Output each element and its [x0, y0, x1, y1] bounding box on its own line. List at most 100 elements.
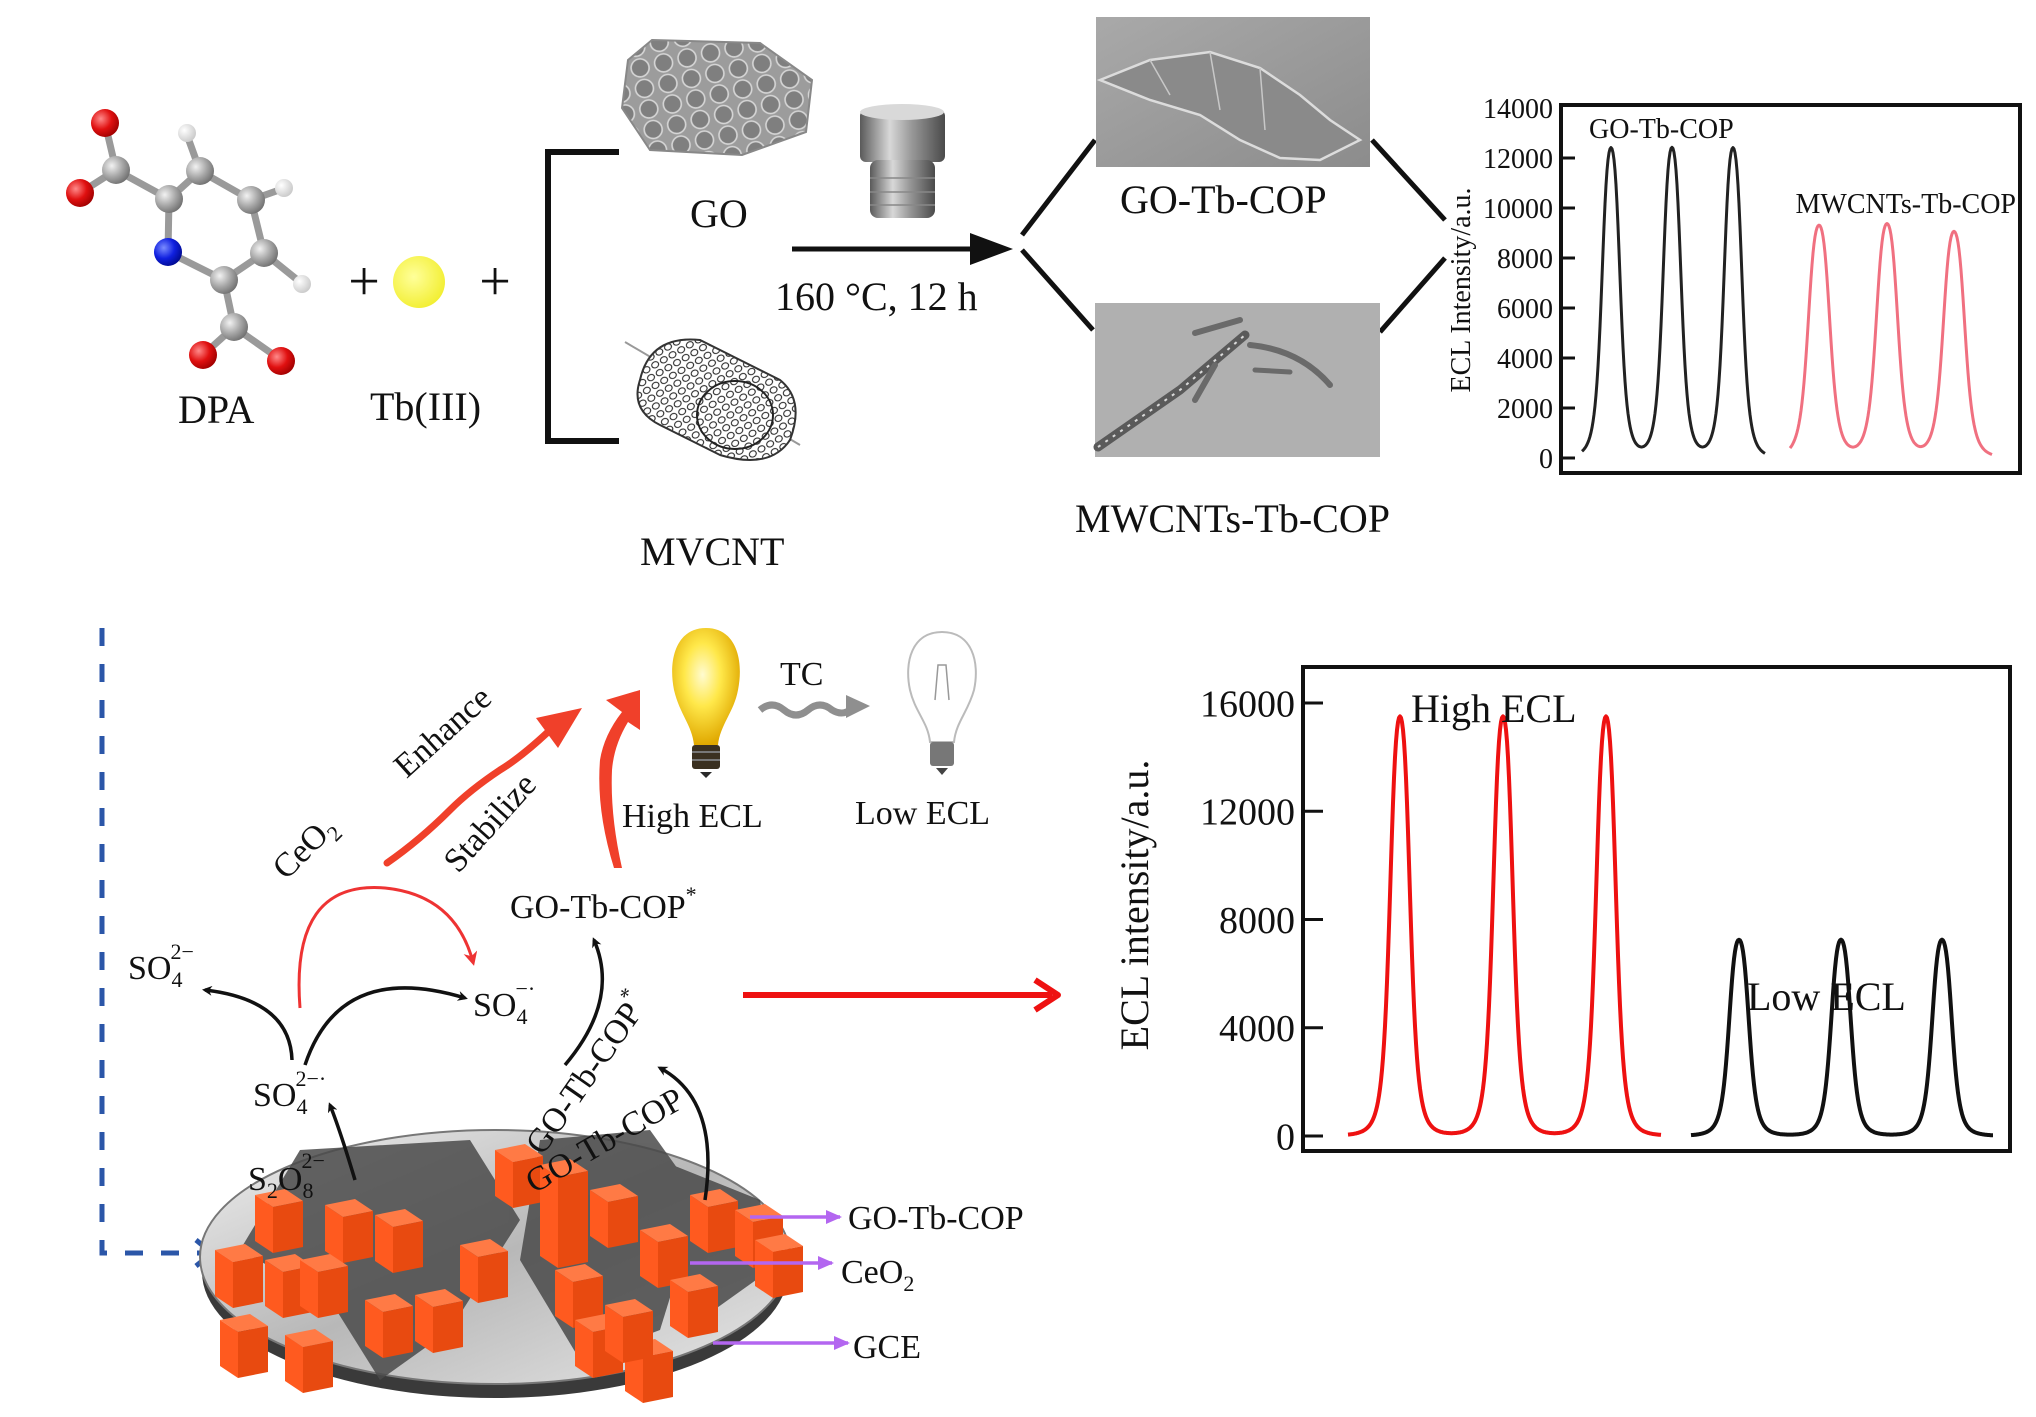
series-line-mwcnts-tb-cop [1788, 222, 1993, 456]
branch-lines [1020, 138, 1447, 334]
reaction-arrow [792, 233, 1013, 265]
synthesis-scheme: DPA + + Tb(III) GO MVCNT [66, 17, 1447, 574]
autoclave-icon [860, 104, 945, 218]
series-label-go-tb-cop: GO-Tb-COP [1589, 114, 1734, 145]
dpa-label: DPA [178, 387, 254, 432]
sem-image-mwcnts-tb-cop [1093, 303, 1380, 457]
go-label: GO [690, 191, 748, 236]
ceo2-label: CeO2 [266, 809, 348, 891]
chart-top-ecl: 0 2000 4000 6000 8000 10000 12000 14000 ECL Int… [1446, 94, 2022, 475]
hydrogen-atom [275, 179, 293, 197]
high-ecl-label: High ECL [622, 798, 763, 835]
s2o8-label: S2O82− [248, 1148, 325, 1203]
arrow-to-so4-minus-radical [303, 986, 468, 1066]
oxygen-atom [66, 179, 94, 207]
reaction-arrows [202, 937, 710, 1201]
dpa-molecule [66, 109, 311, 375]
so4-2minus-label: SO42− [128, 939, 194, 992]
carbon-atom [102, 156, 130, 184]
carbon-atom [186, 157, 214, 185]
series-line-go-tb-cop [1580, 145, 1766, 455]
y-axis-title: ECL Intensity/a.u. [1446, 187, 1477, 392]
stabilize-label: Stabilize [437, 766, 544, 879]
y-tick-label: 12000 [1200, 792, 1295, 834]
ceo2-cube [325, 1199, 373, 1263]
ceo2-cube [640, 1224, 688, 1288]
to-chart-arrow [743, 977, 1061, 1013]
ceo2-cube [300, 1254, 348, 1318]
ceo2-cube [555, 1264, 603, 1328]
ceo2-cube [540, 1159, 588, 1223]
y-tick-label: 8000 [1497, 244, 1553, 275]
ceo2-cube [605, 1299, 653, 1363]
ceo2-cube [375, 1209, 423, 1273]
blue-dashed-connector [99, 628, 205, 1256]
electrode-label-go-tb-cop: GO-Tb-COP [848, 1200, 1024, 1237]
series-label-mwcnts-tb-cop: MWCNTs-Tb-COP [1796, 189, 2017, 220]
hydrogen-atom [293, 275, 311, 293]
oxygen-atom [189, 341, 217, 369]
y-tick-label: 2000 [1497, 394, 1553, 425]
hydrogen-atom [178, 124, 196, 142]
mvcnt-label: MVCNT [640, 529, 784, 574]
y-tick-label: 4000 [1219, 1008, 1295, 1050]
plus-sign: + [479, 251, 511, 313]
y-tick-label: 14000 [1483, 94, 1553, 125]
arrow-ground-to-excited [657, 1066, 710, 1201]
bracket [545, 149, 619, 444]
carbon-atom [250, 239, 278, 267]
so4-2minus-radical-label: SO42−· [253, 1066, 326, 1119]
unlit-bulb-icon [907, 630, 977, 775]
y-tick-label: 12000 [1483, 144, 1553, 175]
product-go-tb-cop-label: GO-Tb-COP [1120, 177, 1327, 222]
go-tb-cop-excited-label: GO-Tb-COP* [510, 882, 697, 926]
lit-bulb-icon [672, 628, 740, 778]
ceo2-cube [285, 1329, 333, 1393]
ceo2-catalysis-arc [297, 886, 478, 1009]
ceo2-cube [460, 1239, 508, 1303]
ceo2-cube [365, 1294, 413, 1358]
product-mwcnts-tb-cop-label: MWCNTs-Tb-COP [1075, 496, 1390, 541]
nitrogen-atom [154, 238, 182, 266]
low-ecl-label: Low ECL [855, 795, 990, 832]
ceo2-cubes [215, 1144, 803, 1403]
y-tick-label: 10000 [1483, 194, 1553, 225]
ceo2-cube [670, 1274, 718, 1338]
oxygen-atom [267, 347, 295, 375]
y-tick-label: 6000 [1497, 294, 1553, 325]
reaction-condition: 160 °C, 12 h [775, 274, 978, 319]
enhance-arrow [383, 708, 582, 867]
carbon-atom [237, 186, 265, 214]
ceo2-cube [220, 1314, 268, 1378]
mechanism-scheme: S2O82− GO-Tb-COP SO42− SO42−· SO4−· CeO2… [99, 628, 1061, 1403]
mwcnt-tube [624, 338, 801, 461]
y-tick-label: 16000 [1200, 683, 1295, 725]
ceo2-cube [495, 1144, 543, 1208]
chart-frame [1301, 665, 2012, 1153]
series-line-high-ecl [1347, 714, 1662, 1137]
terbium-ion-sphere [393, 256, 445, 308]
y-tick-label: 4000 [1497, 344, 1553, 375]
carbon-atom [155, 185, 183, 213]
ceo2-cube [215, 1244, 263, 1308]
arrow-to-so4-2minus [202, 985, 294, 1061]
y-tick-label: 8000 [1219, 900, 1295, 942]
graphene-oxide-sheet [620, 38, 814, 157]
emission-arrow [599, 690, 640, 868]
ceo2-cube [255, 1189, 303, 1253]
ceo2-cube [755, 1234, 803, 1298]
series-label-high-ecl: High ECL [1411, 686, 1577, 731]
electrode-label-gce: GCE [853, 1329, 921, 1366]
arrow-to-excited-state [563, 937, 605, 1067]
ceo2-cube [415, 1289, 463, 1353]
enhance-label: Enhance [387, 679, 499, 785]
carbon-atom [220, 313, 248, 341]
so4-minus-radical-label: SO4−· [473, 976, 535, 1029]
tb-label: Tb(III) [370, 384, 481, 429]
ceo2-cube [690, 1189, 738, 1253]
tc-label: TC [780, 656, 823, 693]
y-tick-label: 0 [1539, 444, 1553, 475]
ceo2-cube [590, 1184, 638, 1248]
